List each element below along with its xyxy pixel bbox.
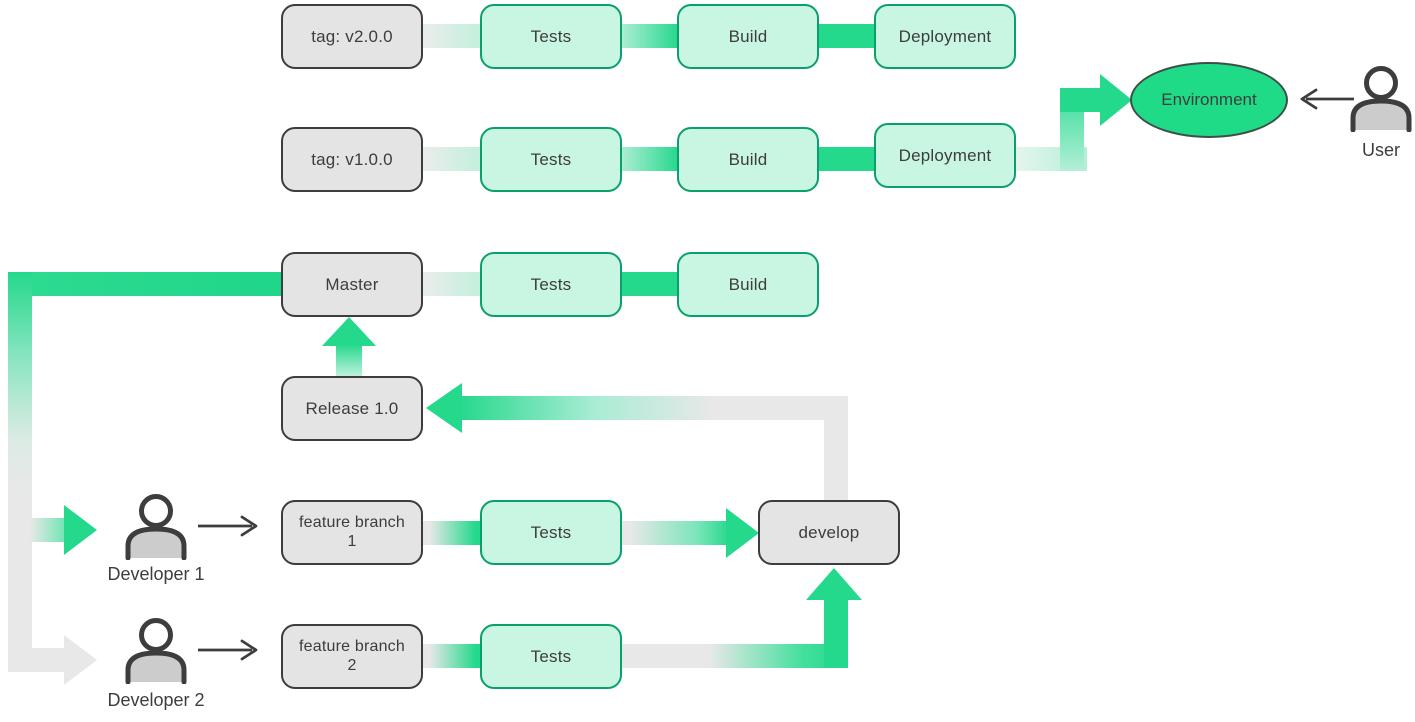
node-feature-branch-2-line2: 2 <box>347 656 357 674</box>
node-tag-v1-label: tag: v1.0.0 <box>311 149 393 169</box>
developer2-label: Developer 2 <box>107 690 205 710</box>
node-v1-tests: Tests <box>480 127 622 192</box>
connector-rail-to-dev1-shaft <box>30 518 66 542</box>
node-feature2-tests: Tests <box>480 624 622 689</box>
arrowhead-feature2-to-develop <box>806 568 862 600</box>
connector-master-tests-build <box>618 272 679 296</box>
user-icon <box>1350 66 1412 132</box>
connector-v2-build-deployment <box>814 24 876 48</box>
connector-feature1-tests <box>420 521 482 545</box>
node-v1-deployment-label: Deployment <box>898 145 992 165</box>
connector-develop-to-release-vertical <box>824 418 848 502</box>
arrowhead-rail-to-dev2 <box>64 635 97 685</box>
arrowhead-rail-to-dev1 <box>64 505 97 555</box>
node-v1-deployment: Deployment <box>874 123 1016 188</box>
dev1-to-feature1-arrow <box>198 515 258 537</box>
developer2-icon <box>125 618 187 684</box>
connector-feature2-tests <box>420 644 482 668</box>
connector-v1-build-deployment <box>814 147 876 171</box>
arrowhead-into-environment <box>1100 74 1132 126</box>
node-v2-tests: Tests <box>480 4 622 69</box>
user-to-environment-arrow <box>1300 88 1354 110</box>
connector-rail-to-dev2-shaft <box>8 648 66 672</box>
connector-left-rail-vertical <box>8 272 32 672</box>
node-tag-v2-label: tag: v2.0.0 <box>311 26 393 46</box>
node-master-build: Build <box>677 252 819 317</box>
connector-v2-tests-build <box>618 24 679 48</box>
connector-v1-tag-tests <box>420 147 482 171</box>
node-v2-build: Build <box>677 4 819 69</box>
node-v2-deployment-label: Deployment <box>898 26 992 46</box>
node-v2-build-label: Build <box>728 26 768 46</box>
user-label: User <box>1361 140 1400 160</box>
node-feature-branch-1-line2: 1 <box>347 532 357 550</box>
node-feature-branch-1-line1: feature branch <box>299 514 405 532</box>
node-v1-build-label: Build <box>728 149 768 169</box>
connector-release-to-master-shaft <box>336 344 362 378</box>
node-develop-label: develop <box>798 522 860 542</box>
node-release: Release 1.0 <box>281 376 423 441</box>
dev2-to-feature2-arrow <box>198 639 258 661</box>
connector-feature1-to-develop-shaft <box>618 521 730 545</box>
node-tag-v1: tag: v1.0.0 <box>281 127 423 192</box>
node-feature1-tests-label: Tests <box>530 522 572 542</box>
node-feature-branch-1: feature branch 1 <box>281 500 423 565</box>
node-environment: Environment <box>1130 62 1288 138</box>
arrowhead-develop-to-release <box>426 383 462 433</box>
connector-master-tests <box>420 272 482 296</box>
connector-feature2-to-develop-h <box>618 644 848 668</box>
connector-develop-to-release-h <box>458 396 848 420</box>
connector-master-left-rail-h <box>8 272 282 296</box>
node-feature-branch-2-line1: feature branch <box>299 638 405 656</box>
connector-feature2-to-develop-vertical <box>824 598 848 668</box>
node-v1-build: Build <box>677 127 819 192</box>
arrowhead-feature1-to-develop <box>726 508 759 558</box>
node-v2-deployment: Deployment <box>874 4 1016 69</box>
node-v2-tests-label: Tests <box>530 26 572 46</box>
node-tag-v2: tag: v2.0.0 <box>281 4 423 69</box>
node-master: Master <box>281 252 423 317</box>
node-master-build-label: Build <box>728 274 768 294</box>
connector-deployment-env-h2 <box>1060 88 1104 112</box>
node-master-tests-label: Tests <box>530 274 572 294</box>
node-master-tests: Tests <box>480 252 622 317</box>
node-develop: develop <box>758 500 900 565</box>
node-environment-label: Environment <box>1161 90 1257 109</box>
developer1-icon <box>125 494 187 560</box>
node-v1-tests-label: Tests <box>530 149 572 169</box>
connector-v2-tag-tests <box>420 24 482 48</box>
node-feature2-tests-label: Tests <box>530 646 572 666</box>
connector-v1-tests-build <box>618 147 679 171</box>
arrowhead-release-to-master <box>322 317 376 346</box>
node-feature-branch-2: feature branch 2 <box>281 624 423 689</box>
node-feature1-tests: Tests <box>480 500 622 565</box>
node-release-label: Release 1.0 <box>305 398 399 418</box>
node-master-label: Master <box>325 274 379 294</box>
developer1-label: Developer 1 <box>107 564 205 584</box>
